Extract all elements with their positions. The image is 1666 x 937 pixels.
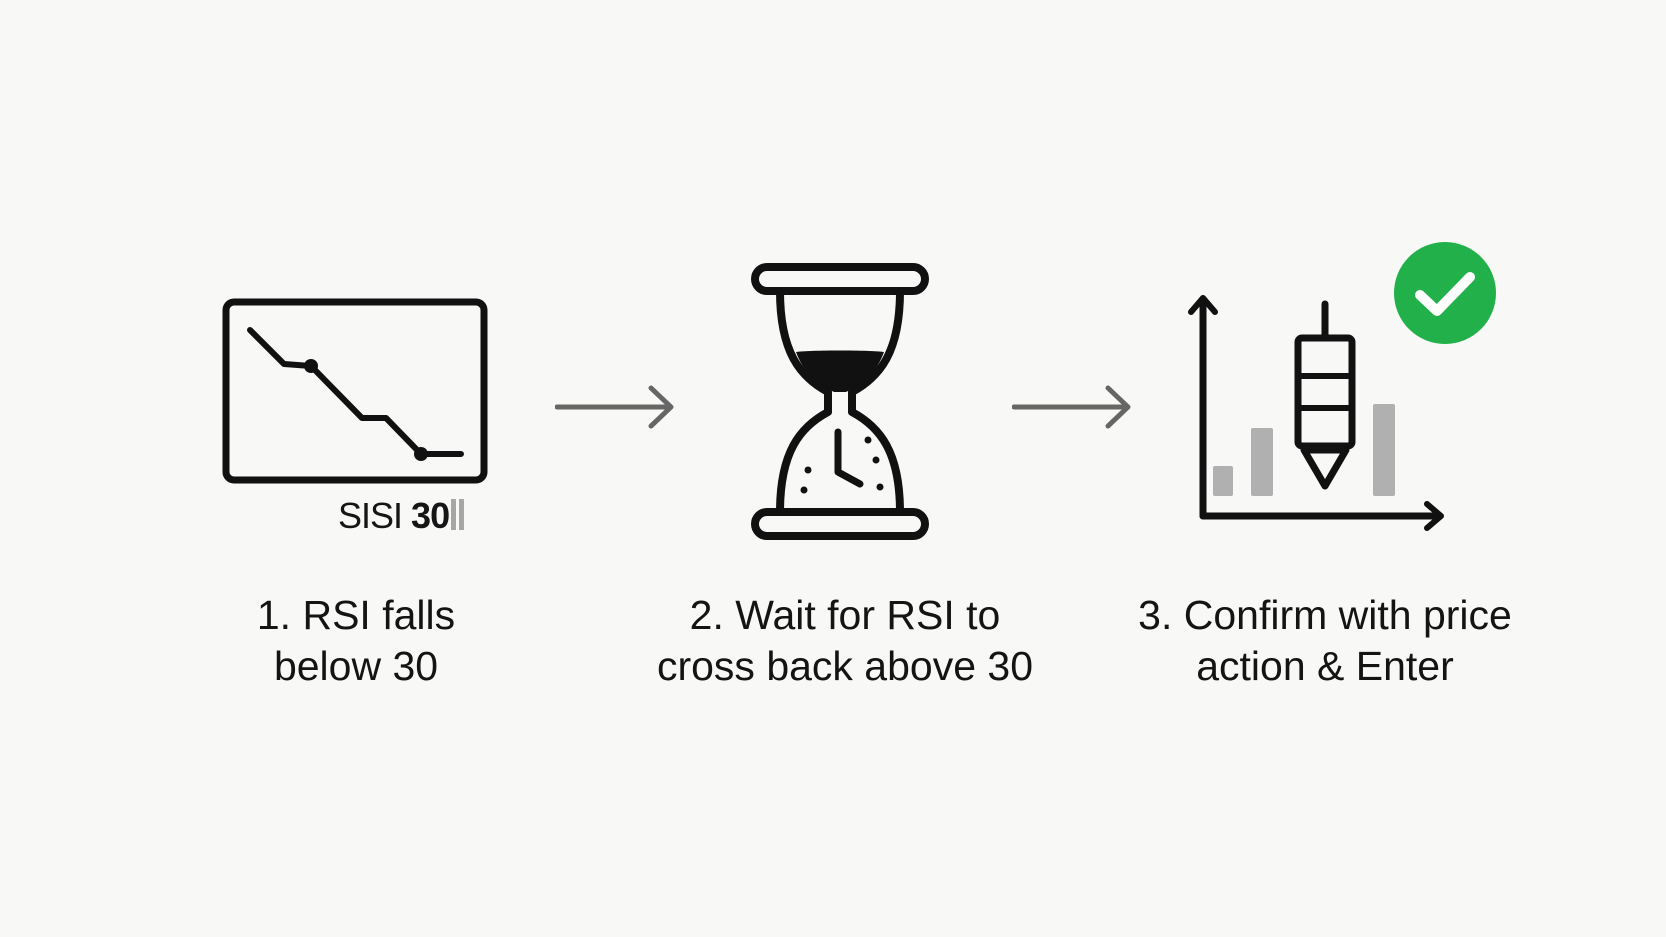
step-1-line2: below 30 bbox=[273, 643, 439, 689]
check-circle-icon bbox=[1393, 241, 1497, 345]
step-1-label: 1. RSI falls below 30 bbox=[216, 590, 496, 692]
arrow-right-icon bbox=[1011, 384, 1134, 430]
rsi-caption-value: 30 bbox=[411, 495, 450, 536]
step-3-line1: 3. Confirm with price bbox=[1138, 592, 1512, 638]
rsi-caption-prefix: SISI bbox=[338, 495, 403, 536]
step-3-label: 3. Confirm with price action & Enter bbox=[1100, 590, 1550, 692]
step-2-line2: cross back above 30 bbox=[656, 643, 1034, 689]
hourglass-icon bbox=[750, 262, 930, 542]
rsi-level-bars-icon bbox=[451, 498, 467, 538]
step-2-label: 2. Wait for RSI to cross back above 30 bbox=[630, 590, 1060, 692]
arrow-right-icon bbox=[554, 384, 677, 430]
rsi-caption: SISI 30 bbox=[338, 496, 467, 538]
rsi-downtrend-chart-icon bbox=[222, 298, 488, 484]
step-2-line1: 2. Wait for RSI to bbox=[689, 592, 1001, 638]
candlestick-chart-icon bbox=[1185, 290, 1455, 531]
step-3-line2: action & Enter bbox=[1196, 643, 1454, 689]
step-1-line1: 1. RSI falls bbox=[256, 592, 456, 638]
